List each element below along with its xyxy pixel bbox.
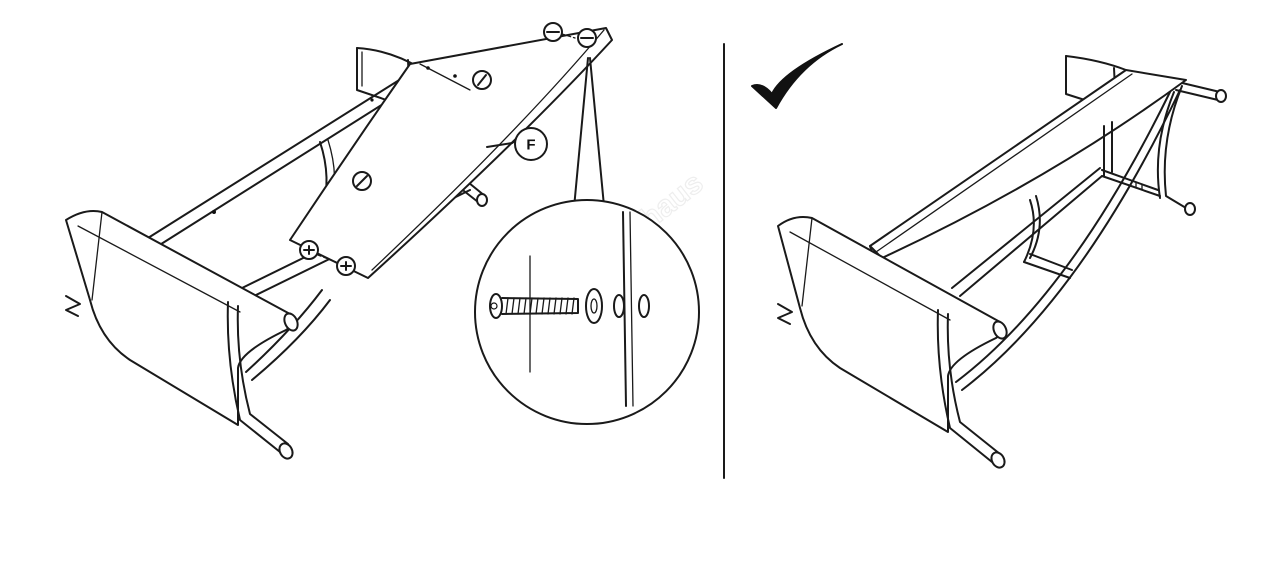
assembled-front-frame (777, 89, 1181, 469)
part-label-f: F (486, 127, 548, 161)
right-step (751, 43, 1227, 469)
panel-f (289, 27, 613, 279)
detail-leader (573, 57, 605, 209)
bolt-icon (489, 293, 579, 319)
check-mark-icon (751, 43, 843, 109)
assembled-seat (869, 69, 1187, 259)
front-end-frame (65, 210, 331, 460)
assembled-frame (951, 85, 1196, 297)
hole-icon (613, 294, 625, 318)
hole-icon (638, 294, 650, 318)
left-step: F (65, 22, 700, 460)
hole-markers (299, 22, 597, 276)
zoom-detail (474, 199, 700, 425)
part-label-text: F (526, 137, 535, 154)
washer-icon (585, 288, 603, 324)
